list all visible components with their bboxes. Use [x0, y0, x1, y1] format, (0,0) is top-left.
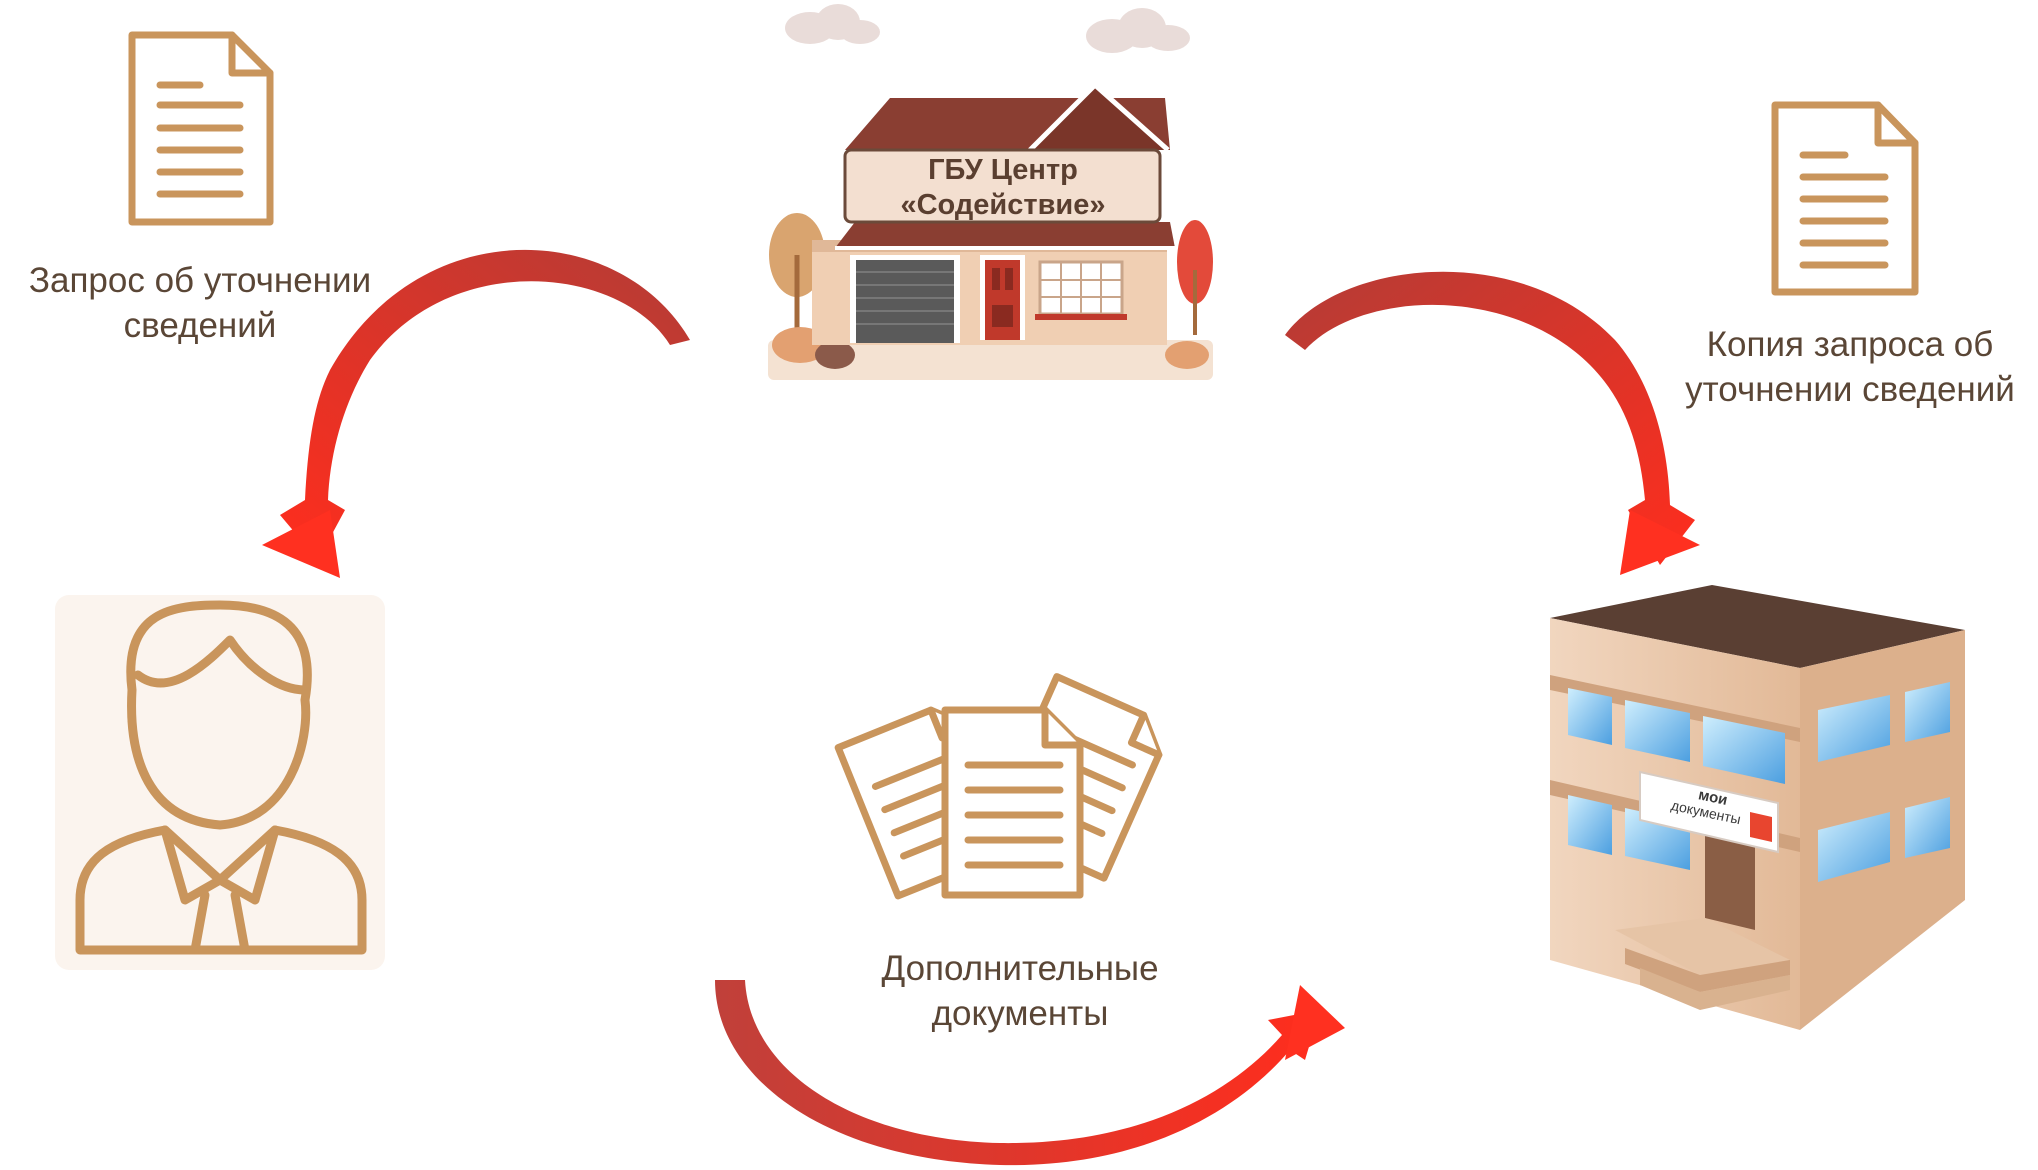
label-additional-documents: Дополнительные документы	[860, 946, 1180, 1036]
house-sign-line2: «Содействие»	[900, 189, 1105, 221]
label-request-line1: Запрос об уточнении	[10, 258, 390, 303]
arrow-house-to-mfc	[1285, 272, 1700, 575]
label-request-line2: сведений	[10, 303, 390, 348]
documents-stack-icon	[838, 677, 1171, 896]
person-icon	[55, 595, 385, 970]
label-request: Запрос об уточнении сведений	[10, 258, 390, 348]
house-illustration	[768, 85, 1213, 380]
label-copy: Копия запроса об уточнении сведений	[1665, 322, 2035, 412]
mfc-building-illustration	[1550, 585, 1965, 1030]
document-icon-left	[132, 35, 270, 222]
house-sign-line1: ГБУ Центр	[928, 154, 1078, 186]
label-additional-line2: документы	[860, 991, 1180, 1036]
label-additional-line1: Дополнительные	[860, 946, 1180, 991]
label-copy-line1: Копия запроса об	[1665, 322, 2035, 367]
cloud-icon	[785, 4, 1190, 53]
document-icon-right	[1775, 105, 1915, 292]
label-copy-line2: уточнении сведений	[1665, 367, 2035, 412]
